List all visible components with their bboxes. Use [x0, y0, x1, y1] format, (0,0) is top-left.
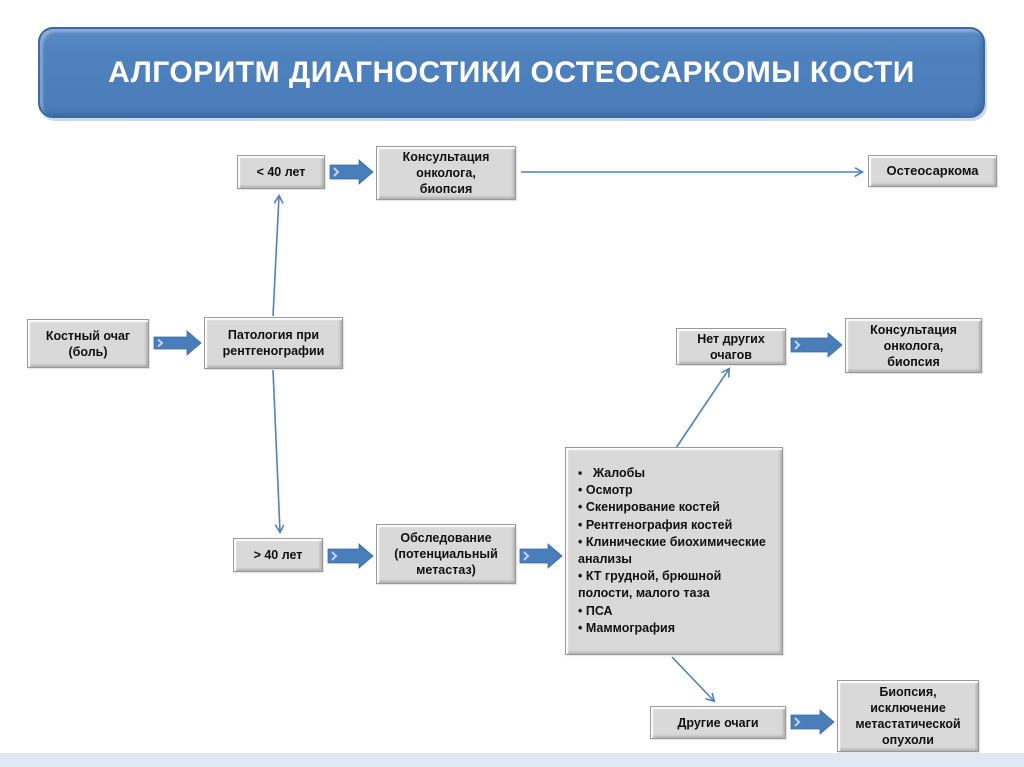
- node-over-40-years: > 40 лет: [233, 538, 323, 572]
- node-bone-focus: Костный очаг (боль): [27, 319, 149, 368]
- slide-footer-band: [0, 753, 1024, 767]
- arrow-checklist-to-no-other-foci: [675, 369, 729, 449]
- checklist-item: • Рентгенография костей: [578, 517, 733, 532]
- arrow-checklist-to-other-foci: [671, 656, 714, 701]
- checklist-item: • Скенирование костей: [578, 500, 720, 515]
- node-other-foci: Другие очаги: [650, 706, 786, 739]
- node-pathology-xray: Патология при рентгенографии: [204, 317, 343, 369]
- checklist-item: • Клинические биохимические анализы: [578, 534, 770, 567]
- node-workup-checklist: ▪ Жалобы • Осмотр • Скенирование костей …: [565, 447, 783, 655]
- node-no-other-foci: Нет других очагов: [676, 328, 786, 365]
- block-arrow-other-foci-to-biopsy: [790, 709, 835, 735]
- block-arrow-examination-to-checklist: [519, 543, 563, 569]
- node-oncologist-consult-biopsy-right: Консультация онколога, биопсия: [845, 318, 982, 373]
- checklist-item: • Маммография: [578, 620, 676, 635]
- block-arrow-under40-to-consult: [329, 159, 374, 185]
- node-biopsy-exclude-metastatic: Биопсия, исключение метастатической опух…: [837, 680, 979, 752]
- node-oncologist-consult-biopsy-top: Консультация онколога, биопсия: [376, 146, 516, 200]
- block-arrow-bone-focus-to-pathology: [153, 330, 202, 356]
- checklist-item: • Осмотр: [578, 483, 633, 498]
- node-examination-potential-metastasis: Обследование (потенциальный метастаз): [376, 524, 516, 584]
- checklist-item: • КТ грудной, брюшной полости, малого та…: [578, 569, 725, 601]
- checklist-item: ▪ Жалобы: [578, 466, 646, 480]
- node-osteosarcoma: Остеосаркома: [868, 155, 997, 187]
- node-under-40-years: < 40 лет: [237, 155, 325, 189]
- arrow-pathology-to-under40: [272, 196, 279, 317]
- arrow-pathology-to-over40: [272, 369, 280, 532]
- block-arrow-over40-to-examination: [327, 543, 374, 569]
- block-arrow-no-other-foci-to-consult: [790, 332, 843, 358]
- checklist-item: • ПСА: [578, 603, 613, 618]
- slide-title: АЛГОРИТМ ДИАГНОСТИКИ ОСТЕОСАРКОМЫ КОСТИ: [108, 55, 915, 89]
- title-banner: АЛГОРИТМ ДИАГНОСТИКИ ОСТЕОСАРКОМЫ КОСТИ: [38, 27, 985, 118]
